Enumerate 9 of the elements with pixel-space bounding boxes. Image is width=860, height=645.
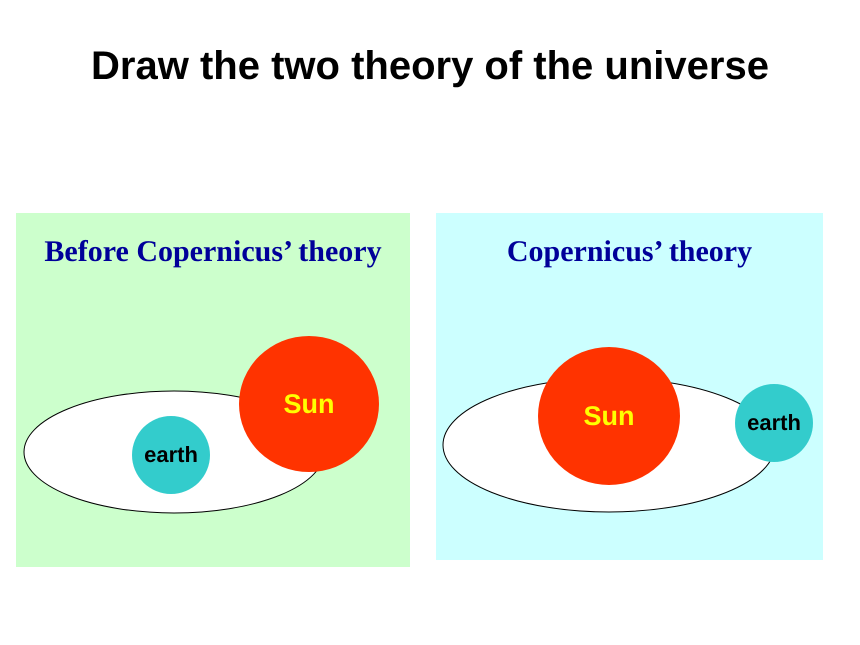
theory-panel <box>16 213 410 567</box>
panel-heading: Copernicus’ theory <box>506 235 754 269</box>
body-label: Sun <box>284 388 334 420</box>
body-label: earth <box>747 410 801 436</box>
panel-heading: Before Copernicus’ theory <box>43 235 383 269</box>
body-label: Sun <box>584 400 634 432</box>
theory-panel <box>436 213 823 560</box>
body-label: earth <box>144 442 198 468</box>
title: Draw the two theory of the universe <box>90 44 770 89</box>
